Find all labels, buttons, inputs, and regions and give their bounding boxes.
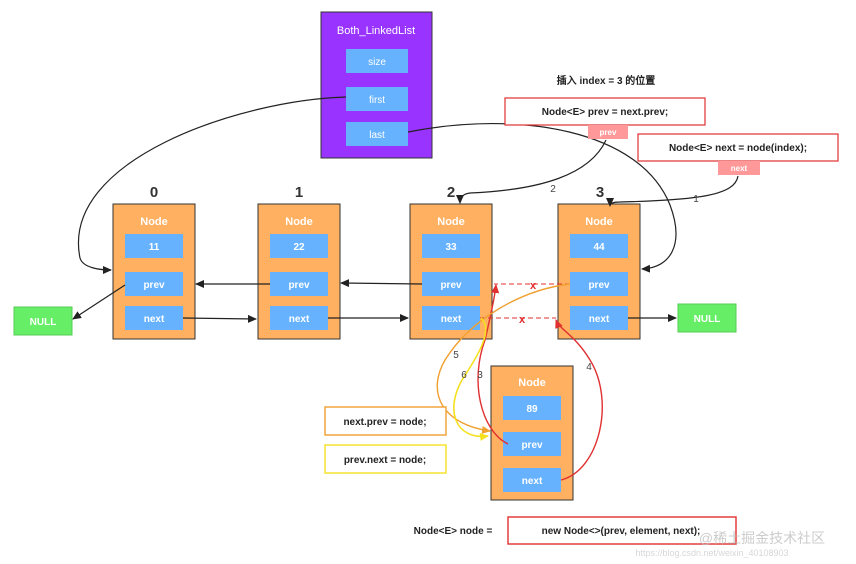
cross-mark-prev: x <box>530 280 537 292</box>
arrow-0-next <box>182 314 257 323</box>
node-2-value: 33 <box>445 242 457 253</box>
step-label-4: 4 <box>586 362 592 373</box>
step-1-arrow <box>606 175 739 207</box>
prev-next-assign-box <box>324 444 447 474</box>
next-prev-assign-text: next.prev = node; <box>343 417 426 428</box>
step-label-3: 3 <box>477 370 483 381</box>
new-node-value: 89 <box>526 404 538 415</box>
index-label-2: 2 <box>447 184 455 201</box>
arrow-0-prev-null <box>72 284 126 320</box>
node-0: Node 11 prev next <box>112 203 196 340</box>
both-linkedlist-box: Both_LinkedList size first last <box>320 11 433 159</box>
null-right: NULL <box>677 303 737 333</box>
new-node-next: next <box>522 476 543 487</box>
node-0-title: Node <box>140 216 168 228</box>
step-4-arrow <box>555 319 603 481</box>
size-field-label: size <box>368 57 386 68</box>
node-1: Node 22 prev next <box>257 203 341 340</box>
node-1-value: 22 <box>293 242 305 253</box>
watermark-site: @稀土掘金技术社区 <box>699 530 825 546</box>
null-right-label: NULL <box>694 314 721 325</box>
next-prev-assign-box <box>324 406 447 436</box>
prev-decl-text: Node<E> prev = next.prev; <box>542 107 668 118</box>
node-decl-box <box>507 516 737 545</box>
step-2-arrow <box>456 139 607 204</box>
first-pointer-curve <box>77 96 347 274</box>
index-label-3: 3 <box>596 184 604 201</box>
node-0-value: 11 <box>149 242 160 253</box>
node-2-next: next <box>441 314 462 325</box>
prev-tag-text: prev <box>600 128 617 137</box>
cross-mark-next: x <box>519 314 526 326</box>
last-field-label: last <box>369 130 385 141</box>
node-2-title: Node <box>437 216 465 228</box>
index-label-0: 0 <box>150 184 158 201</box>
node-2-prev: prev <box>440 280 462 291</box>
node-3-prev: prev <box>588 280 610 291</box>
node-1-next: next <box>289 314 310 325</box>
node-3-title: Node <box>585 216 613 228</box>
prev-tag <box>588 125 628 139</box>
last-field <box>346 122 408 146</box>
node-1-prev: prev <box>288 280 310 291</box>
insert-title: 插入 index = 3 的位置 <box>557 74 656 87</box>
node-2: Node 33 prev next <box>409 203 493 340</box>
node-3-next: next <box>589 314 610 325</box>
null-left: NULL <box>13 306 73 336</box>
next-decl-box <box>637 133 839 162</box>
step-label-2: 2 <box>550 184 556 195</box>
watermark-url: https://blog.csdn.net/weixin_40108903 <box>635 548 788 558</box>
next-decl-text: Node<E> next = node(index); <box>669 143 807 154</box>
first-field <box>346 87 408 111</box>
null-left-label: NULL <box>30 317 57 328</box>
step-label-1: 1 <box>693 194 699 205</box>
node-3: Node 44 prev next <box>557 203 641 340</box>
next-tag-text: next <box>731 164 748 173</box>
node-3-value: 44 <box>593 242 605 253</box>
prev-decl-box <box>504 97 706 126</box>
new-node: Node 89 prev next <box>490 365 574 501</box>
prev-next-assign-text: prev.next = node; <box>344 455 426 466</box>
node-1-title: Node <box>285 216 313 228</box>
node-decl-expr: new Node<>(prev, element, next); <box>542 526 701 537</box>
index-label-1: 1 <box>295 184 303 201</box>
new-node-title: Node <box>518 377 546 389</box>
arrow-2-prev <box>340 279 423 288</box>
node-decl-prefix: Node<E> node = <box>414 526 493 537</box>
linkedlist-title: Both_LinkedList <box>337 25 415 37</box>
node-0-prev: prev <box>143 280 165 291</box>
next-tag <box>718 161 760 175</box>
step-6-arrow <box>453 317 489 441</box>
node-0-next: next <box>144 314 165 325</box>
last-pointer-curve <box>407 123 677 273</box>
first-field-label: first <box>369 95 385 106</box>
size-field <box>346 49 408 73</box>
new-node-prev: prev <box>521 440 543 451</box>
step-label-5: 5 <box>453 350 459 361</box>
step-label-6: 6 <box>461 370 467 381</box>
